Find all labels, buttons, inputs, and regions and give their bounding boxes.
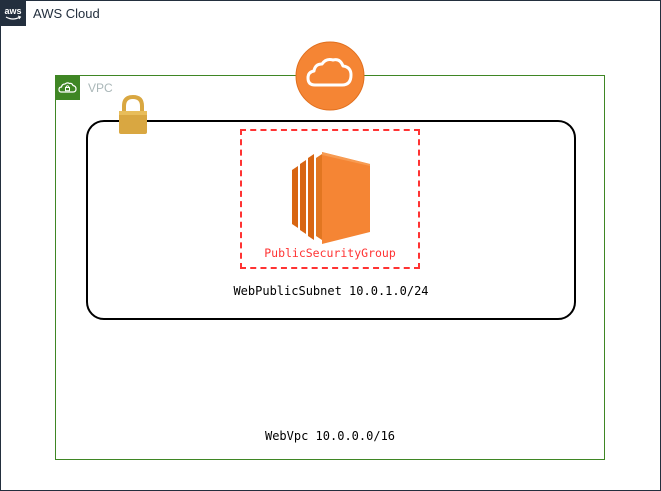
lock-icon — [117, 94, 149, 141]
ec2-instance-icon — [290, 152, 372, 249]
svg-text:aws: aws — [4, 6, 21, 16]
security-group-label: PublicSecurityGroup — [264, 246, 396, 260]
aws-logo-icon: aws — [0, 0, 26, 26]
security-group — [240, 129, 420, 269]
subnet-label: WebPublicSubnet 10.0.1.0/24 — [233, 284, 429, 298]
vpc-title: VPC — [88, 81, 113, 95]
aws-cloud-title: AWS Cloud — [33, 6, 100, 21]
vpc-label: WebVpc 10.0.0.0/16 — [264, 429, 396, 443]
vpc-cloud-lock-icon — [55, 75, 80, 100]
cloud-icon — [295, 41, 365, 116]
